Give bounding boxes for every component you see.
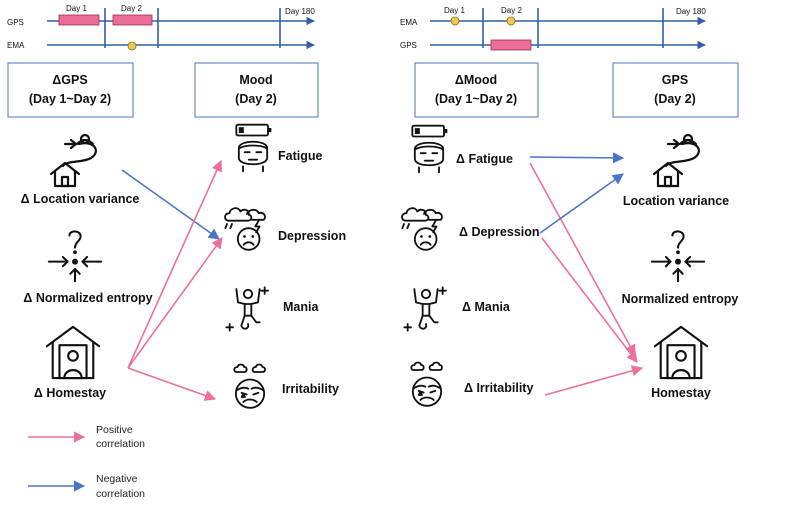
left-box-mood-line2: (Day 2) [235,92,277,106]
normalized-entropy-icon [650,230,706,283]
arrow-neg-fatigue-location-variance [529,152,625,164]
mania-icon [225,286,269,332]
homestay-icon [653,325,709,380]
right-feature-normalized-entropy: Normalized entropy [622,292,739,306]
right-feature-location-variance: Location variance [623,194,729,208]
left-mood-fatigue: Fatigue [278,149,322,163]
left-timeline-day1-label: Day 1 [66,4,87,13]
fatigue-icon [411,124,449,174]
right-mood-irritability: Δ Irritability [464,381,533,395]
legend-negative-line2: correlation [96,488,145,500]
left-box-delta-gps-line2: (Day 1~Day 2) [29,92,111,106]
arrow-pos-irritability-homestay [544,365,644,396]
irritability-icon [233,363,266,409]
right-timeline-day2-label: Day 2 [501,6,522,15]
right-box-delta-mood: ΔMood (Day 1~Day 2) [414,62,539,118]
arrow-pos-depression-homestay [541,237,638,363]
depression-icon [224,207,266,251]
legend-positive-line2: correlation [96,438,145,450]
right-feature-homestay: Homestay [651,386,711,400]
right-ema-dot-day1 [450,16,460,26]
left-box-mood-line1: Mood [239,73,272,87]
mania-icon [403,286,447,332]
left-timeline-row1-label: GPS [7,18,24,27]
right-ema-dot-day2 [506,16,516,26]
left-mood-irritability: Irritability [282,382,339,396]
depression-icon [401,207,443,251]
left-timeline: GPS EMA Day 1 Day 2 Day 180 [7,4,315,51]
right-timeline: EMA GPS Day 1 Day 2 Day 180 [400,6,706,51]
arrow-pos-homestay-depression [127,237,223,369]
location-variance-icon [49,133,97,188]
right-box-delta-mood-line2: (Day 1~Day 2) [435,92,517,106]
right-panel: EMA GPS Day 1 Day 2 Day 180 ΔMood (Day 1… [400,6,739,407]
right-mood-depression: Δ Depression [459,225,540,239]
left-panel: GPS EMA Day 1 Day 2 Day 180 ΔGPS (Day 1~… [7,4,346,409]
right-box-gps-line1: GPS [662,73,688,87]
left-box-delta-gps-line1: ΔGPS [52,73,87,87]
arrow-pos-fatigue-homestay [529,162,636,356]
legend-negative-line1: Negative [96,473,138,485]
location-variance-icon [652,133,700,188]
left-feature-location-variance: Δ Location variance [21,192,140,206]
right-mood-fatigue: Δ Fatigue [456,152,513,166]
irritability-icon [410,361,443,407]
left-gps-bar-day2 [112,14,153,26]
left-feature-homestay: Δ Homestay [34,386,106,400]
right-mood-mania: Δ Mania [462,300,511,314]
left-timeline-day180-label: Day 180 [285,7,315,16]
arrow-neg-depression-location-variance [539,173,624,234]
left-gps-bar-day1 [58,14,100,26]
right-gps-bar-day2 [490,39,532,51]
right-timeline-day1-label: Day 1 [444,6,465,15]
fatigue-icon [235,123,273,173]
left-ema-dot-day2 [127,41,137,51]
left-box-delta-gps: ΔGPS (Day 1~Day 2) [7,62,134,118]
right-timeline-row1-label: EMA [400,18,418,27]
left-box-mood: Mood (Day 2) [194,62,319,118]
left-timeline-row2-label: EMA [7,41,25,50]
right-box-gps: GPS (Day 2) [612,62,739,118]
arrow-pos-homestay-irritability [127,367,217,401]
right-box-gps-line2: (Day 2) [654,92,696,106]
left-mood-depression: Depression [278,229,346,243]
legend: Positive correlation Negative correlatio… [28,424,145,500]
normalized-entropy-icon [47,230,103,283]
left-feature-normalized-entropy: Δ Normalized entropy [23,291,152,305]
right-timeline-row2-label: GPS [400,41,417,50]
homestay-icon [45,325,101,380]
left-mood-mania: Mania [283,300,319,314]
left-timeline-day2-label: Day 2 [121,4,142,13]
right-box-delta-mood-line1: ΔMood [455,73,497,87]
arrow-pos-homestay-fatigue [127,159,222,369]
right-timeline-day180-label: Day 180 [676,7,706,16]
legend-positive-line1: Positive [96,424,133,436]
arrow-neg-location-variance-depression [121,169,220,240]
